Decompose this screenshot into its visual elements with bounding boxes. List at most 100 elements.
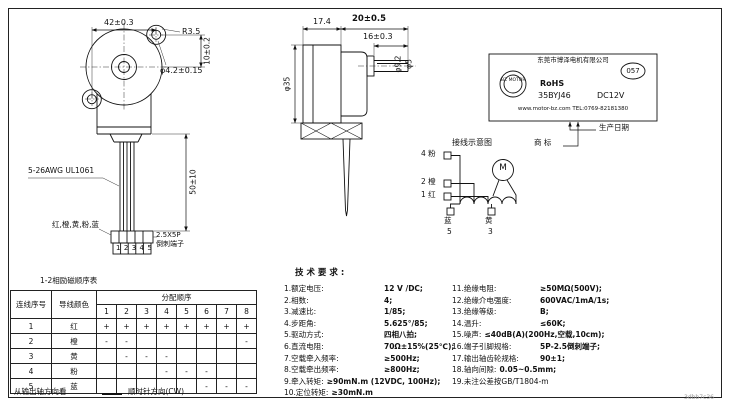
spec-item: 6.直流电阻: 70Ω±15%(25℃); xyxy=(284,341,454,353)
spec-item: 9.牵入转矩:≥90mN.m (12VDC, 100Hz); xyxy=(284,376,454,388)
spec-label: 17.输出轴齿轮规格: xyxy=(452,353,519,363)
spec-value: 12 V /DC; xyxy=(384,284,423,293)
table-row: 5 蓝 - - - xyxy=(10,378,257,394)
table-row: 3 黄 - - - xyxy=(10,348,257,364)
mark-cell: - xyxy=(216,378,237,394)
spec-value: 4; xyxy=(384,295,393,305)
spec-label: 11.绝缘电阻: xyxy=(452,284,497,293)
mark-cell xyxy=(96,378,117,394)
mark-cell: + xyxy=(136,318,157,334)
dim-motor-depth: 20±0.5 xyxy=(352,14,387,24)
spec-value: 70Ω±15%(25℃); xyxy=(384,341,455,351)
wire-no: 2 xyxy=(10,333,52,349)
mark-cell: - xyxy=(176,363,197,379)
connector-pin-numbers: 12345 xyxy=(116,244,156,252)
mark-cell xyxy=(236,348,257,364)
table-step-row: 1 2 3 4 5 6 7 8 xyxy=(11,304,257,319)
mark-cell xyxy=(216,333,237,349)
nameplate-badge: 057 xyxy=(626,67,640,75)
spec-label: 2.相数: xyxy=(284,295,309,305)
wire-color: 橙 xyxy=(51,333,97,349)
spec-label: 7.空载牵入频率: xyxy=(284,353,339,363)
spec-item: 18.轴向间隙:0.05~0.5mm; xyxy=(452,364,609,376)
mark-cell: - xyxy=(116,333,137,349)
mark-cell xyxy=(136,363,157,379)
mark-cell: - xyxy=(96,333,117,349)
mark-cell: + xyxy=(236,318,257,334)
wire-color: 粉 xyxy=(51,363,97,379)
pin-number: 4 xyxy=(421,149,426,158)
mark-cell: - xyxy=(236,333,257,349)
dim-offset: 10±0.2 xyxy=(202,37,212,65)
motor-symbol: M xyxy=(499,163,507,173)
nameplate-logo: BZ MOTOR xyxy=(501,78,526,83)
col-header-wire-color: 导线颜色 xyxy=(51,290,97,319)
spec-value: 5.625°/85; xyxy=(384,318,428,328)
mark-cell: + xyxy=(216,318,237,334)
spec-label: 6.直流电阻: xyxy=(284,341,324,351)
table-title: 1-2相励磁顺序表 xyxy=(40,276,98,285)
dim-body-diameter: φ35 xyxy=(282,76,292,92)
mark-cell xyxy=(216,348,237,364)
spec-label: 4.步距角: xyxy=(284,318,317,328)
mark-cell xyxy=(176,348,197,364)
step-header: 2 xyxy=(116,304,137,319)
wiring-schematic xyxy=(443,151,517,216)
nameplate-drawing xyxy=(488,53,658,122)
mark-cell xyxy=(236,363,257,379)
centerlines xyxy=(80,23,416,111)
trademark-label: 商 标 xyxy=(534,138,552,147)
mark-cell xyxy=(116,363,137,379)
wiring-pin-yellow-number: 3 xyxy=(488,227,493,236)
mark-cell xyxy=(196,348,217,364)
step-header: 5 xyxy=(176,304,197,319)
dim-shaft-length: 16±0.3 xyxy=(363,32,393,41)
dim-boss-diameter: φ9.2 xyxy=(393,55,403,73)
mark-cell: - xyxy=(236,378,257,394)
dim-wire-length: 50±10 xyxy=(188,169,198,195)
mark-cell: + xyxy=(96,318,117,334)
drawing-border xyxy=(8,8,722,398)
extension-lines xyxy=(28,26,409,238)
spec-item: 1.额定电压: 12 V /DC; xyxy=(284,283,454,295)
wiring-pin-yellow-color: 黄 xyxy=(485,216,493,225)
wiring-pin-2: 2 橙 xyxy=(421,177,436,187)
production-date-label: 生产日期 xyxy=(599,123,629,132)
spec-label: 1.额定电压: xyxy=(284,284,324,293)
spec-label: 18.轴向间隙: xyxy=(452,365,497,375)
spec-item: 15.噪声:≤40dB(A)(200Hz,空载,10cm); xyxy=(452,329,609,341)
spec-value: 四相八拍; xyxy=(384,330,417,340)
col-header-sequence: 分配顺序 xyxy=(96,290,257,305)
spec-item: 19.未注公差按GB/T1804-m xyxy=(452,376,609,388)
mark-cell xyxy=(196,333,217,349)
pin-color: 粉 xyxy=(428,149,436,158)
spec-item: 10.定位转矩:≥30mN.m xyxy=(284,387,454,399)
spec-value: ≥90mN.m (12VDC, 100Hz); xyxy=(326,376,441,386)
connector-spec-line1: 2.5X5P xyxy=(156,231,181,239)
mark-cell: + xyxy=(156,318,177,334)
mark-cell: - xyxy=(136,348,157,364)
nameplate-model: 35BYJ46 xyxy=(538,91,571,100)
mark-cell: - xyxy=(156,363,177,379)
pin-number: 1 xyxy=(421,190,426,199)
mark-cell: + xyxy=(196,318,217,334)
mark-cell: - xyxy=(116,348,137,364)
spec-value: ≥500Hz; xyxy=(384,353,420,363)
spec-value: B; xyxy=(540,307,549,317)
mark-cell: - xyxy=(156,348,177,364)
watermark: 3dbb7c36 xyxy=(684,394,714,401)
table-row: 1 红 + + + + + + + + xyxy=(10,318,257,334)
dim-shaft-diameter: φ5 xyxy=(404,59,414,69)
spec-value: ≥50MΩ(500V); xyxy=(540,284,602,293)
nameplate-contact: www.motor-bz.com TEL:0769-82181380 xyxy=(517,106,629,112)
spec-item: 2.相数: 4; xyxy=(284,295,454,307)
wire-color: 红 xyxy=(51,318,97,334)
spec-label: 10.定位转矩: xyxy=(284,388,329,398)
wire-colors-label: 红,橙,黄,粉,蓝 xyxy=(52,220,100,229)
spec-value: ≥30mN.m xyxy=(331,388,373,398)
mark-cell xyxy=(176,333,197,349)
spec-item: 16.端子引脚规格:5P-2.5倒刺端子; xyxy=(452,341,609,353)
table-row: 2 橙 - - - xyxy=(10,333,257,349)
